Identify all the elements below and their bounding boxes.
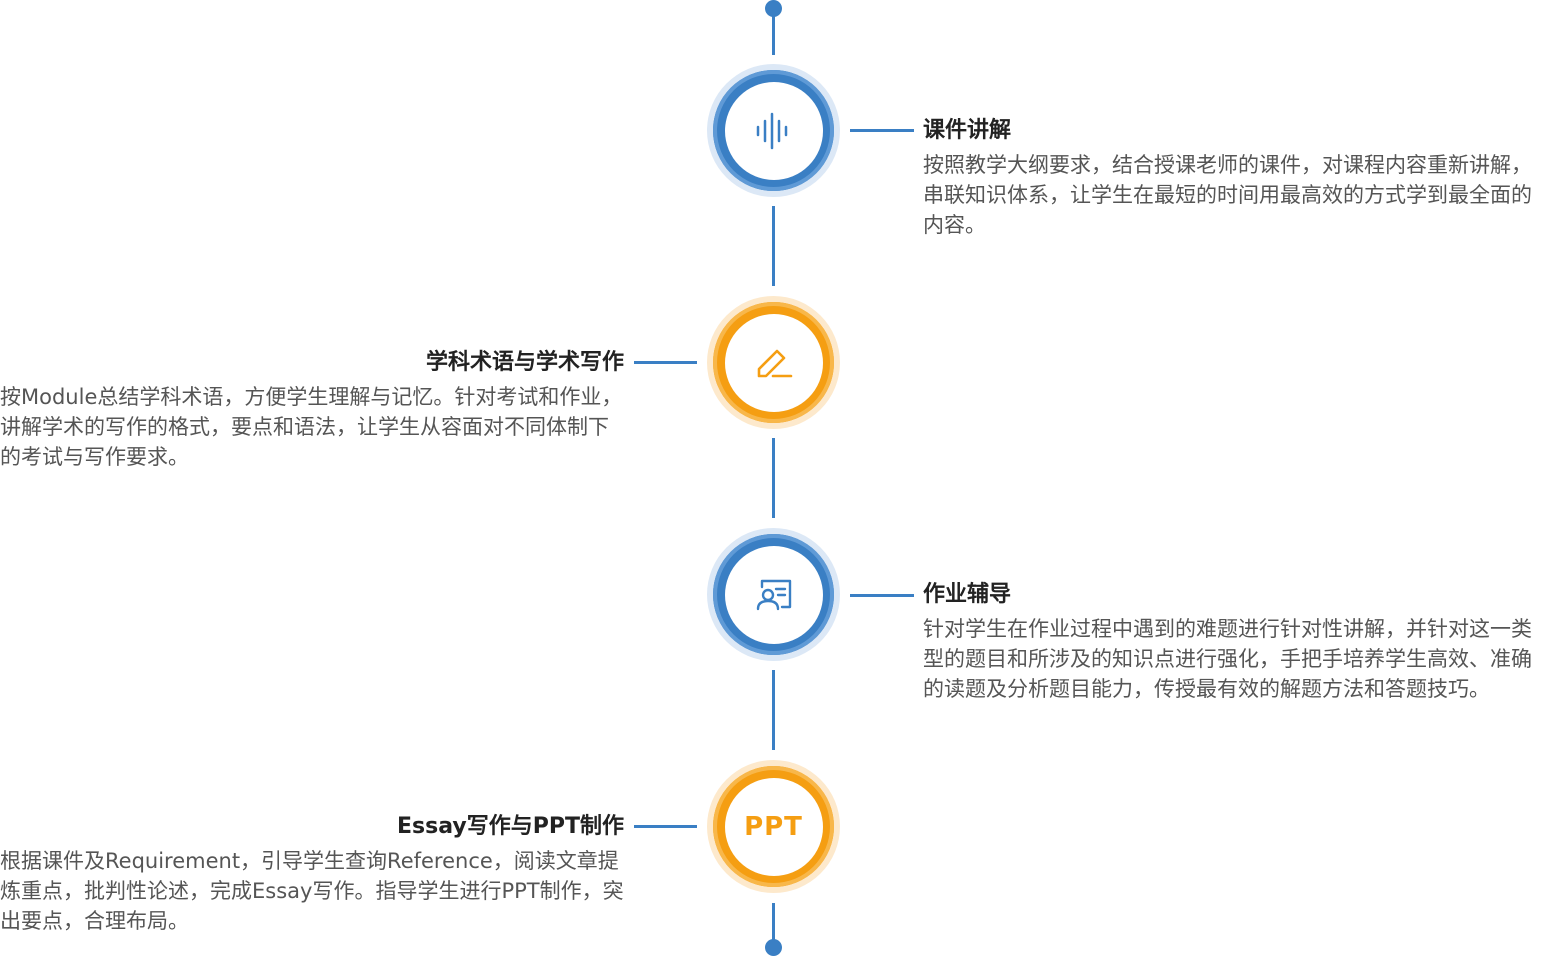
- step-node-2: [707, 296, 840, 429]
- tutor-board-icon: [756, 579, 791, 610]
- timeline-line-top: [772, 8, 775, 55]
- step-desc-1: 按照教学大纲要求，结合授课老师的课件，对课程内容重新讲解，串联知识体系，让学生在…: [923, 153, 1532, 237]
- step-desc-3: 针对学生在作业过程中遇到的难题进行针对性讲解，并针对这一类型的题目和所涉及的知识…: [923, 617, 1532, 701]
- ppt-label-icon: PPT: [744, 811, 803, 842]
- step-title-4: Essay写作与PPT制作: [397, 814, 624, 839]
- timeline-line-3: [772, 670, 775, 750]
- step-desc-2: 按Module总结学科术语，方便学生理解与记忆。针对考试和作业，讲解学术的写作的…: [0, 385, 623, 469]
- audio-wave-icon: [756, 112, 787, 149]
- pen-edit-icon: [757, 349, 792, 377]
- step-title-2: 学科术语与学术写作: [425, 350, 624, 375]
- step-block-4: Essay写作与PPT制作 根据课件及Requirement，引导学生查询Ref…: [0, 812, 624, 936]
- step-block-2: 学科术语与学术写作 按Module总结学科术语，方便学生理解与记忆。针对考试和作…: [0, 348, 624, 472]
- timeline-line-1: [772, 206, 775, 286]
- timeline-line-2: [772, 438, 775, 518]
- connector-2: [634, 361, 697, 364]
- timeline-line-bottom: [772, 903, 775, 943]
- step-block-3: 作业辅导 针对学生在作业过程中遇到的难题进行针对性讲解，并针对这一类型的题目和所…: [923, 580, 1547, 704]
- step-node-3: [707, 528, 840, 661]
- connector-3: [850, 594, 914, 597]
- step-node-4: PPT: [707, 760, 840, 893]
- step-title-3: 作业辅导: [923, 582, 1012, 607]
- step-desc-4: 根据课件及Requirement，引导学生查询Reference，阅读文章提炼重…: [0, 849, 624, 933]
- connector-4: [634, 825, 697, 828]
- step-block-1: 课件讲解 按照教学大纲要求，结合授课老师的课件，对课程内容重新讲解，串联知识体系…: [923, 116, 1547, 240]
- connector-1: [850, 129, 914, 132]
- step-title-1: 课件讲解: [923, 118, 1012, 143]
- step-node-1: [707, 64, 840, 197]
- timeline-bottom-dot: [765, 939, 782, 956]
